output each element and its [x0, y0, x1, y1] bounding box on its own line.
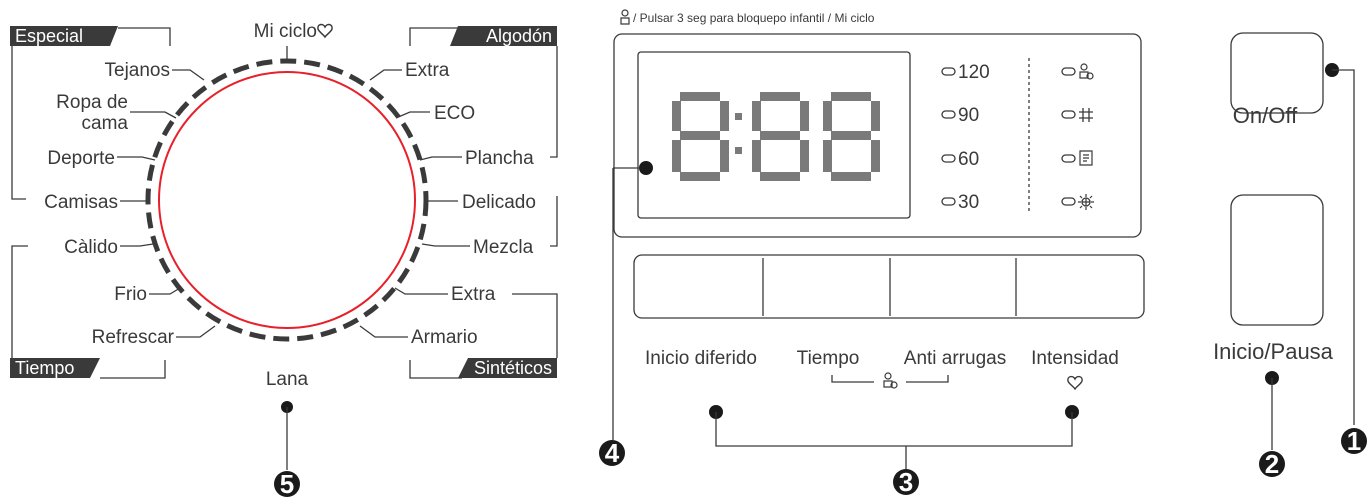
category-tiempo-label: Tiempo	[15, 358, 74, 378]
heart-icon-intensity	[1067, 375, 1083, 391]
seven-segment-digits	[672, 92, 880, 181]
display-panel	[613, 33, 1142, 238]
leader-eco	[395, 111, 430, 119]
label-anti-arrugas: Anti arrugas	[904, 348, 1006, 369]
callout-dot-4	[639, 161, 653, 175]
dial-label-ropa-de: Ropa de	[56, 92, 128, 113]
dial-label-lana: Lana	[266, 369, 309, 390]
display-hint: / Pulsar 3 seg para bloquepo infantil / …	[633, 11, 875, 25]
category-sinteticos: Sintéticos	[409, 293, 558, 379]
digit-window	[637, 51, 911, 219]
label-inicio-diferido: Inicio diferido	[645, 348, 757, 369]
leader-extra-sinteticos	[394, 287, 448, 295]
child-lock-status-icon	[1079, 63, 1094, 80]
category-especial: Especial	[10, 26, 171, 200]
category-algodon-label: Algodón	[486, 26, 552, 46]
label-inicio-pausa: Inicio/Pausa	[1213, 339, 1334, 364]
combo-bracket-right	[906, 375, 949, 383]
leader-tejanos	[172, 69, 205, 81]
digit-2	[752, 92, 809, 181]
time-indicators: 120 90 60 30	[941, 62, 990, 213]
callout-badge-1	[1341, 428, 1367, 454]
label-tiempo: Tiempo	[797, 348, 860, 369]
category-tiempo: Tiempo	[10, 245, 166, 379]
dial-label-refrescar: Refrescar	[92, 327, 175, 348]
label-intensidad: Intensidad	[1031, 348, 1119, 369]
leader-plancha	[419, 156, 462, 161]
dial-label-extra-2: Extra	[451, 284, 496, 305]
document-icon	[1079, 150, 1093, 166]
callout-badge-4	[599, 440, 625, 466]
digit-1	[672, 92, 729, 181]
leader-ropa-de-cama	[130, 111, 177, 119]
dial-label-mi-ciclo: Mi ciclo	[254, 21, 317, 42]
label-on-off: On/Off	[1233, 103, 1298, 128]
dial-label-plancha: Plancha	[465, 148, 534, 169]
leader-frio	[149, 287, 181, 295]
dial-label-cama: cama	[82, 113, 129, 134]
dial-label-camisas: Camisas	[44, 192, 118, 213]
heart-icon	[317, 23, 333, 39]
callout-number-5: 5	[280, 469, 294, 499]
button-strip	[633, 254, 1145, 319]
dial-label-tejanos: Tejanos	[105, 60, 171, 81]
leader-mezcla	[421, 243, 470, 247]
status-indicators	[1061, 63, 1094, 210]
time-button[interactable]	[764, 257, 889, 316]
callout-number-2: 2	[1265, 449, 1279, 479]
dial-label-frio: Frio	[114, 284, 147, 305]
leader-calido	[120, 243, 154, 247]
start-pause-button[interactable]	[1230, 194, 1324, 326]
dial-label-calido: Càlido	[64, 237, 118, 258]
dial-label-delicado: Delicado	[462, 192, 536, 213]
digit-3	[823, 92, 880, 181]
category-especial-label: Especial	[15, 26, 83, 46]
leader-extra-algodon	[369, 69, 402, 81]
time-60: 60	[958, 149, 979, 170]
dial-label-extra-1: Extra	[405, 60, 450, 81]
callout-line-1	[1332, 69, 1355, 425]
callout-bracket-3	[715, 412, 1073, 447]
dial-label-mezcla: Mezcla	[473, 237, 534, 258]
callout-badge-2	[1259, 451, 1285, 477]
led-60	[941, 154, 956, 163]
leader-deporte	[117, 156, 156, 161]
program-dial[interactable]	[145, 58, 429, 342]
leader-armario	[359, 325, 408, 338]
led-120	[941, 67, 956, 76]
grid-icon	[1079, 108, 1093, 122]
combo-bracket-left	[831, 375, 874, 383]
child-lock-icon	[620, 9, 630, 25]
time-120: 120	[958, 62, 990, 83]
dial-label-armario: Armario	[411, 327, 478, 348]
callout-badge-3	[893, 469, 919, 495]
callout-badge-5	[274, 471, 300, 497]
callout-number-4: 4	[605, 438, 620, 468]
intensity-button[interactable]	[1017, 257, 1142, 316]
led-90	[941, 110, 956, 119]
anti-wrinkle-button[interactable]	[891, 257, 1016, 316]
dial-label-deporte: Deporte	[47, 148, 115, 169]
leader-refrescar	[176, 325, 216, 338]
dial-dashed-ring	[145, 58, 429, 342]
child-lock-combo-icon	[883, 372, 898, 389]
delayed-start-button[interactable]	[636, 257, 762, 316]
led-30	[941, 197, 956, 206]
category-algodon: Algodón	[409, 26, 558, 247]
sun-icon	[1078, 194, 1094, 210]
time-90: 90	[958, 105, 979, 126]
time-30: 30	[958, 192, 979, 213]
category-sinteticos-label: Sintéticos	[474, 358, 552, 378]
on-off-button[interactable]	[1230, 32, 1324, 114]
dial-red-ring[interactable]	[158, 71, 416, 329]
callout-number-1: 1	[1347, 426, 1361, 456]
dial-label-eco: ECO	[434, 103, 475, 124]
callout-number-3: 3	[899, 467, 913, 497]
